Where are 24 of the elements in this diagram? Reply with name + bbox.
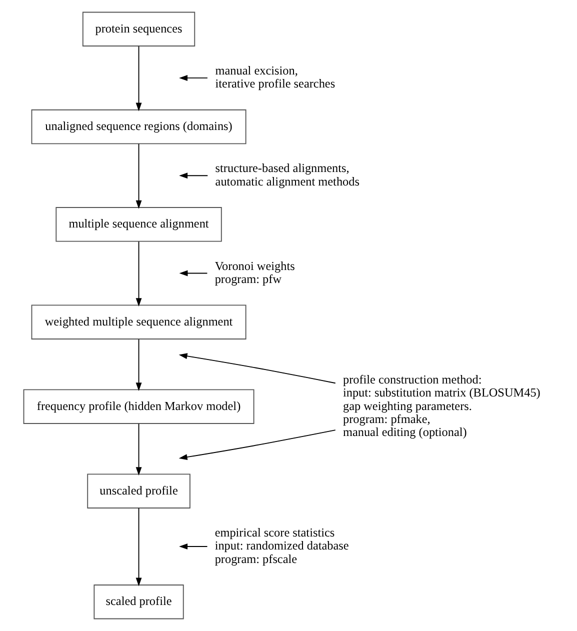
arrow — [135, 338, 142, 392]
node-box: unscaled profile — [86, 474, 190, 508]
node-text: manual excision, iterative profile searches — [214, 64, 335, 91]
arrow — [178, 353, 336, 384]
arrow — [178, 270, 208, 276]
arrow — [135, 508, 142, 586]
arrow — [135, 144, 142, 209]
arrow — [178, 75, 208, 81]
arrow — [135, 241, 142, 307]
node-box: multiple sequence alignment — [55, 207, 222, 242]
node-text: profile construction method: input: substitution matrix (BLOSUM45) gap weighting parameters. program: pfmake, manual editing (optional) — [342, 372, 540, 440]
node-text: Voronoi weights program: pfw — [214, 258, 294, 286]
node-box: frequency profile (hidden Markov model) — [22, 389, 254, 424]
node-text: structure-based alignments, automatic alignment methods — [214, 161, 359, 188]
node-box: protein sequences — [82, 12, 195, 46]
arrow — [178, 430, 336, 460]
arrow — [178, 544, 208, 550]
node-box: unaligned sequence regions (domains) — [30, 109, 246, 144]
node-box: weighted multiple sequence alignment — [30, 304, 246, 340]
arrow — [135, 46, 142, 112]
node-box: scaled profile — [93, 584, 184, 620]
node-text: empirical score statistics input: randomized database program: pfscale — [214, 526, 348, 566]
arrow — [135, 423, 142, 476]
arrow — [178, 172, 208, 179]
